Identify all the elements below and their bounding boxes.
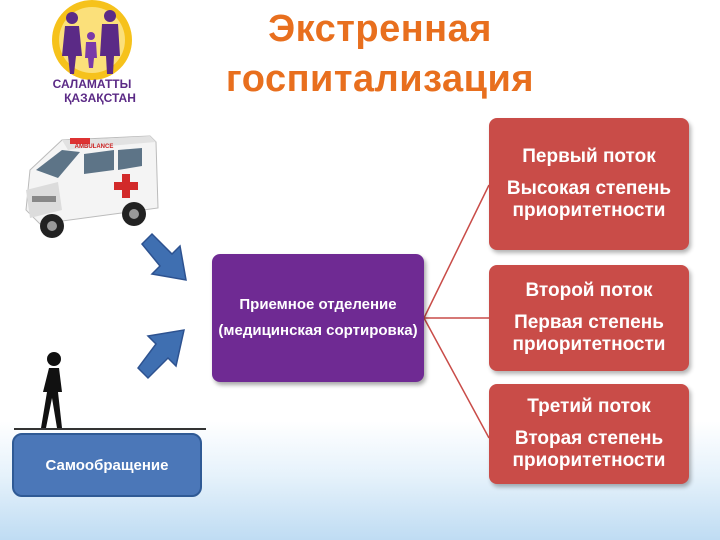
arrow-self-to-reception	[137, 329, 185, 380]
reception-line2: (медицинская сортировка)	[218, 322, 418, 339]
flow-description: Вторая степень приоритетности	[512, 428, 666, 471]
arrow-ambulance-to-reception	[140, 232, 187, 281]
title-line1: Экстренная	[268, 8, 492, 50]
connector-third-flow	[423, 317, 490, 439]
ambulance-label: AMBULANCE	[75, 144, 114, 150]
reception-line1: Приемное отделение	[239, 296, 397, 313]
red-cross-icon	[114, 174, 138, 198]
flow-description: Первая степень приоритетности	[512, 312, 666, 355]
page-title: Экстренная госпитализация	[210, 4, 550, 104]
self-referral-label: Самообращение	[45, 456, 169, 474]
flow-heading: Третий поток	[527, 396, 651, 417]
family-icon	[62, 10, 120, 74]
flow-heading: Первый поток	[522, 146, 656, 167]
flow-heading: Второй поток	[525, 280, 653, 301]
flow-box-third: Третий поток Вторая степень приоритетнос…	[489, 384, 689, 484]
ambulance-icon: AMBULANCE	[25, 135, 159, 238]
walking-person-icon	[41, 352, 62, 428]
flow-box-second: Второй поток Первая степень приоритетнос…	[489, 265, 689, 371]
roof-light	[70, 138, 90, 144]
connector-first-flow	[423, 184, 490, 319]
title-line2: госпитализация	[225, 58, 535, 100]
logo-text-line2: ҚАЗАҚСТАН	[64, 91, 136, 105]
salamatty-kazakhstan-logo: САЛАМАТТЫ ҚАЗАҚСТАН	[52, 0, 136, 105]
flow-box-first: Первый поток Высокая степень приоритетно…	[489, 118, 689, 250]
flow-description: Высокая степень приоритетности	[506, 178, 672, 221]
ground-line	[14, 428, 206, 430]
reception-triage-box: Приемное отделение (медицинская сортиров…	[212, 254, 424, 382]
logo-text-line1: САЛАМАТТЫ	[53, 77, 132, 91]
self-referral-box: Самообращение	[12, 433, 202, 497]
